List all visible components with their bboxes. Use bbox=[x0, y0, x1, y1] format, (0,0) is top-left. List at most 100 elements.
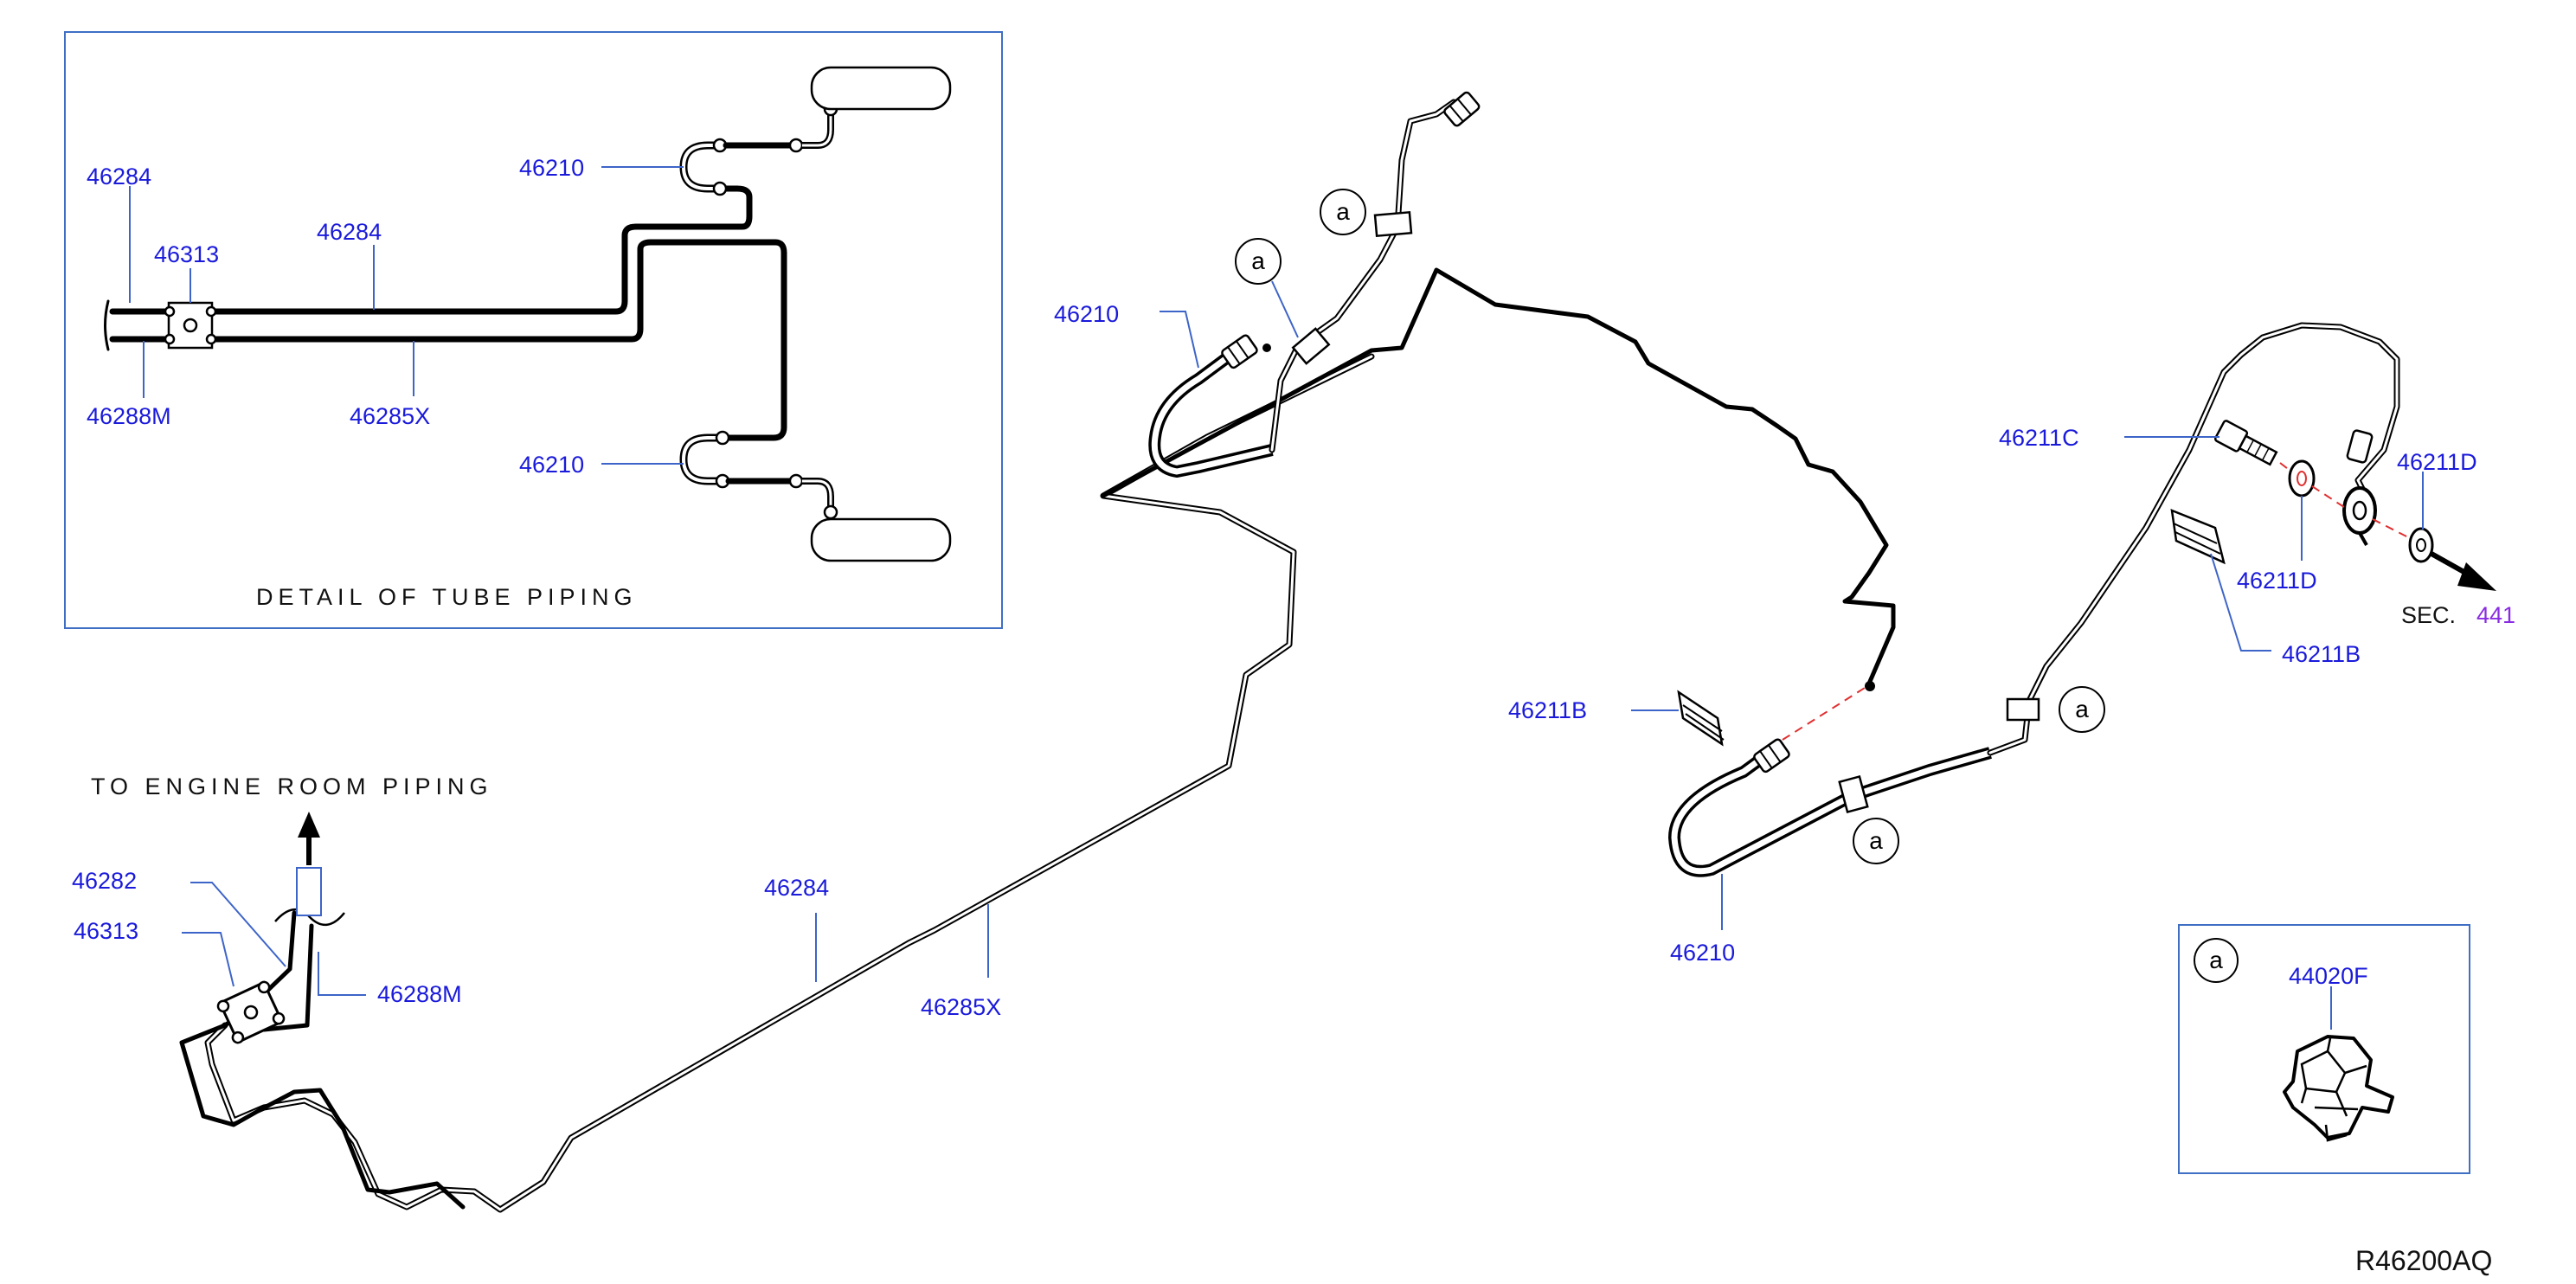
detail-flare-nut bbox=[164, 305, 176, 318]
bolt-thread bbox=[2261, 447, 2270, 461]
label-sec-number: 441 bbox=[2476, 602, 2515, 628]
label-46313: 46313 bbox=[74, 918, 138, 944]
fitting-line bbox=[1768, 744, 1782, 763]
clip-44020f bbox=[1373, 210, 1413, 238]
detail-caption: DETAIL OF TUBE PIPING bbox=[256, 584, 638, 610]
detail-hose-fitting bbox=[788, 473, 804, 489]
assembly-line bbox=[2279, 462, 2411, 539]
label-sec-prefix: SEC. bbox=[2401, 602, 2456, 628]
clip-detail-panel: a 44020F bbox=[2178, 924, 2470, 1174]
detail-flare-nut bbox=[164, 333, 176, 345]
clip-frame bbox=[2178, 924, 2470, 1174]
hose-inner bbox=[1671, 749, 1991, 875]
leader bbox=[318, 952, 366, 996]
bolt-thread bbox=[2254, 443, 2262, 457]
detail-connector-hole bbox=[183, 318, 198, 333]
callout-a: a bbox=[1320, 189, 1366, 235]
label-46282: 46282 bbox=[72, 868, 137, 894]
washer-46211d-a bbox=[2288, 459, 2316, 498]
bracket-46211b-left bbox=[1677, 690, 1725, 747]
bracket-line bbox=[2173, 523, 2221, 555]
detail-hose-elbow-inner bbox=[802, 111, 832, 147]
detail-caliper-bottom bbox=[810, 517, 952, 562]
engine-room-caption: TO ENGINE ROOM PIPING bbox=[91, 774, 493, 799]
fitting-nut bbox=[1443, 91, 1481, 127]
connector-nut bbox=[231, 1030, 245, 1044]
label-detail-46210-bottom: 46210 bbox=[519, 452, 584, 478]
washer-46211d-b bbox=[2408, 527, 2434, 563]
detail-hose-fitting bbox=[788, 138, 804, 153]
callout-a: a bbox=[2194, 938, 2239, 983]
tube-dot bbox=[1262, 343, 1271, 352]
label-46284: 46284 bbox=[764, 875, 829, 901]
break-window bbox=[296, 867, 322, 916]
label-46285x: 46285X bbox=[921, 994, 1001, 1020]
arrow-right-icon bbox=[2457, 562, 2496, 591]
label-detail-46284-b: 46284 bbox=[317, 219, 382, 245]
detail-hose-elbow bbox=[802, 111, 834, 149]
connector-46313 bbox=[216, 980, 286, 1044]
hose-fitting-left bbox=[1221, 334, 1258, 369]
label-46210-left: 46210 bbox=[1054, 301, 1119, 327]
fitting-line bbox=[1456, 98, 1472, 116]
clip-44020f bbox=[1838, 774, 1869, 814]
detail-hose-inner bbox=[681, 436, 723, 483]
label-detail-46284-a: 46284 bbox=[87, 164, 151, 189]
tube-inner bbox=[1988, 324, 2399, 754]
label-detail-46285x: 46285X bbox=[350, 403, 430, 429]
label-detail-46288m: 46288M bbox=[87, 403, 171, 429]
hose-fitting-right bbox=[1753, 738, 1790, 774]
detail-flare-nut bbox=[205, 333, 217, 345]
bolt-46211c bbox=[2213, 420, 2278, 466]
main-tube-assembly: 46210 TO ENGINE ROOM PIPING 46282 46313 … bbox=[72, 91, 1896, 1213]
front-fitting bbox=[1443, 91, 1481, 127]
label-46210-right: 46210 bbox=[1670, 940, 1735, 966]
label-46288m: 46288M bbox=[377, 981, 462, 1007]
detail-caliper-top bbox=[810, 66, 952, 111]
break-symbol bbox=[274, 908, 345, 926]
rear-tube-assembly: 46211B a a bbox=[1508, 322, 2515, 966]
bolt-thread bbox=[2246, 440, 2255, 453]
callout-circle bbox=[1320, 189, 1366, 235]
clip-44020f bbox=[2006, 697, 2040, 722]
callout-a: a bbox=[1853, 818, 1899, 864]
callout-a: a bbox=[2059, 686, 2105, 733]
callout-letter: a bbox=[2209, 947, 2223, 973]
arrow-up-icon bbox=[298, 812, 320, 838]
callout-letter: a bbox=[1336, 198, 1350, 225]
detail-hose-fitting bbox=[712, 181, 728, 196]
fitting-line bbox=[1759, 750, 1773, 769]
label-detail-46313: 46313 bbox=[154, 241, 219, 267]
fitting-nut bbox=[2346, 429, 2374, 464]
detail-hose-elbow-inner bbox=[802, 479, 832, 510]
clip-face bbox=[2300, 1050, 2347, 1094]
connector-hole bbox=[243, 1005, 259, 1020]
banjo-hole bbox=[2352, 500, 2367, 521]
label-46211d-b: 46211D bbox=[2397, 449, 2477, 475]
tube-inner bbox=[1270, 100, 1455, 452]
hose-inner bbox=[1151, 354, 1273, 475]
tube-to-engine-2 bbox=[261, 923, 314, 1032]
clip-44020f-illustration bbox=[2283, 1035, 2394, 1142]
tube-46288m bbox=[1101, 267, 1896, 686]
callout-circle bbox=[1853, 818, 1899, 864]
leader bbox=[1160, 311, 1199, 369]
connector-nut bbox=[272, 1011, 286, 1025]
callout-letter: a bbox=[2075, 696, 2089, 722]
connector-nut bbox=[216, 999, 230, 1013]
detail-hose-inner bbox=[681, 144, 720, 190]
callout-a: a bbox=[1235, 238, 1282, 285]
label-44020f: 44020F bbox=[2289, 963, 2368, 989]
leader bbox=[182, 932, 234, 987]
detail-tube-46284 bbox=[109, 185, 753, 315]
label-46211b-left: 46211B bbox=[1508, 697, 1587, 723]
clip-edge bbox=[2300, 1037, 2367, 1117]
detail-flare-nut bbox=[205, 305, 217, 318]
connector-nut bbox=[257, 980, 271, 994]
bracket-plate bbox=[2170, 509, 2226, 565]
tube-end-fitting bbox=[1865, 681, 1875, 691]
detail-cut-end bbox=[104, 299, 110, 351]
fitting-line bbox=[1227, 346, 1241, 365]
fitting-nut bbox=[1221, 334, 1258, 369]
